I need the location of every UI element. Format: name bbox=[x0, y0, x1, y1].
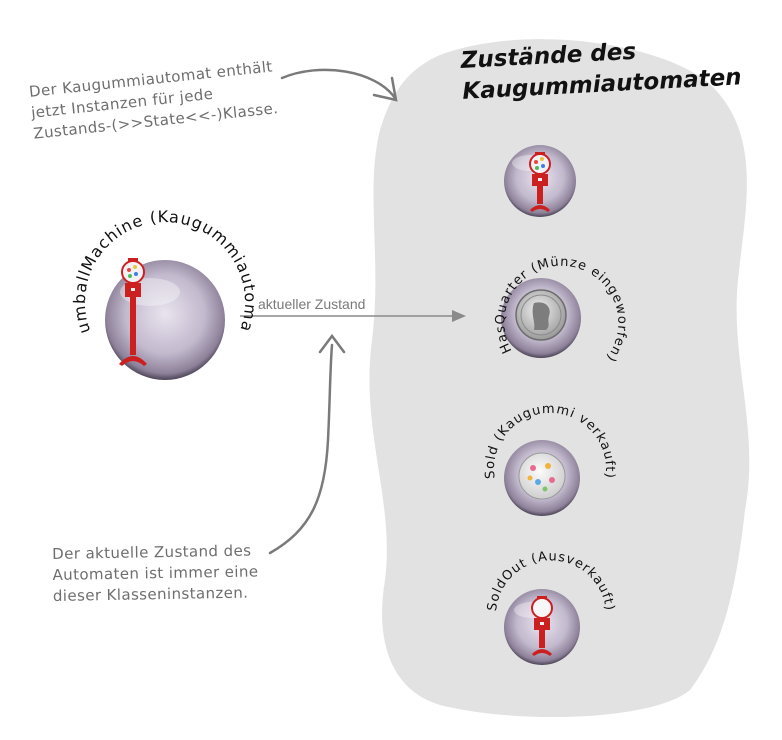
state-node-plain bbox=[504, 145, 576, 217]
empty-gumball-machine-icon bbox=[531, 596, 553, 656]
note-bottom: Der aktuelle Zustand des Automaten ist i… bbox=[52, 540, 259, 607]
states-area-blob bbox=[369, 39, 750, 717]
edge-label-current-state: aktueller Zustand bbox=[258, 296, 366, 312]
quarter-coin-icon bbox=[515, 289, 567, 341]
gumball-machine-node: GumballMachine (Kaugummiautomat) bbox=[0, 0, 259, 380]
gumball-icon bbox=[518, 452, 566, 500]
note-bottom-arrow bbox=[268, 333, 346, 555]
note-bottom-line-3: dieser Klasseninstanzen. bbox=[52, 583, 249, 605]
note-top-arrow bbox=[280, 68, 398, 102]
current-state-arrow bbox=[240, 310, 466, 322]
